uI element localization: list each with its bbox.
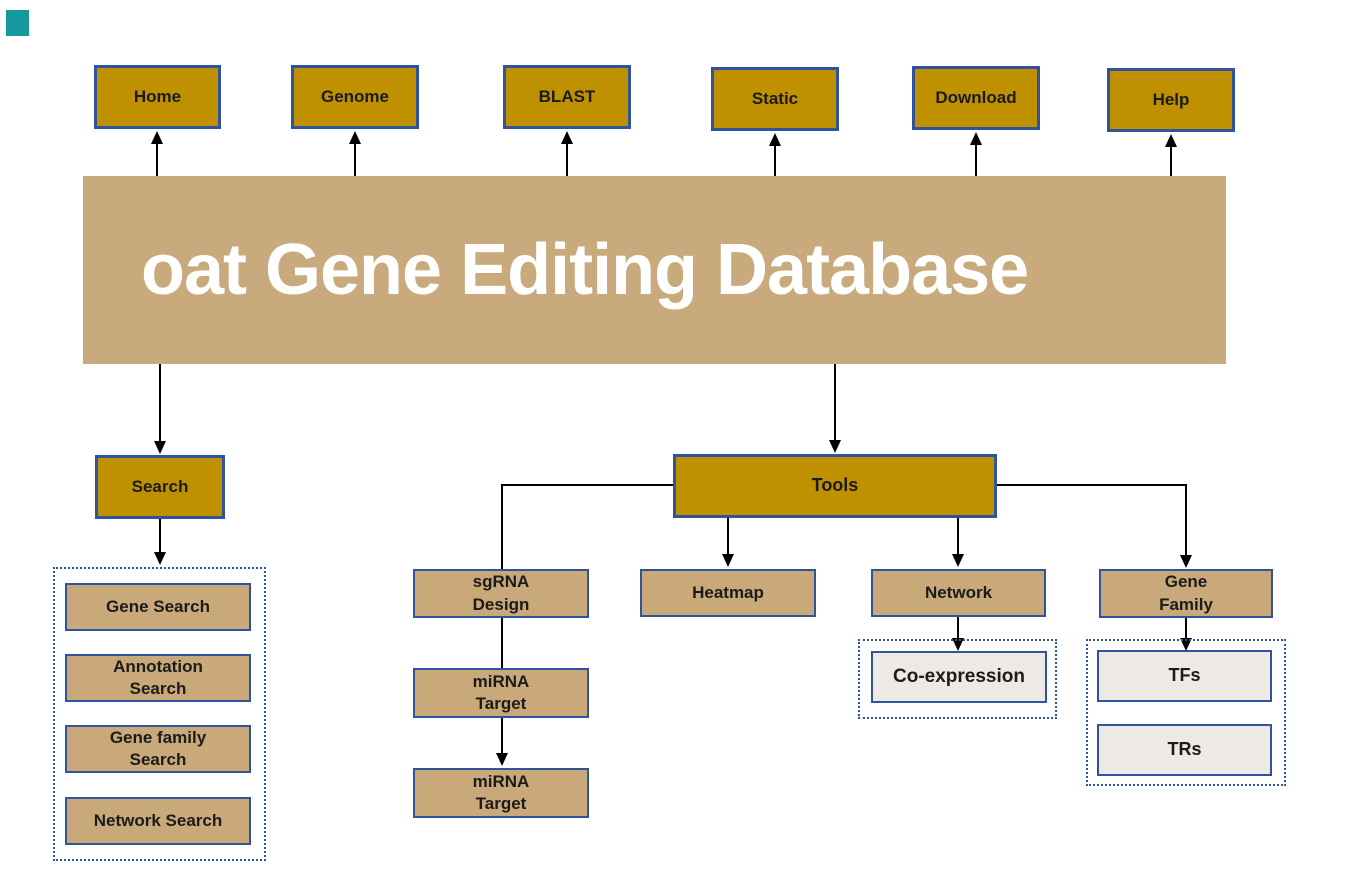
arrow-mirna1-to-mirna2-line: [501, 718, 503, 753]
node-help: Help: [1107, 68, 1235, 132]
arrow-gene-family-to-tfs-line: [1185, 618, 1187, 638]
connector-tools-right-v: [1185, 484, 1187, 555]
arrow-banner-to-tools: [829, 440, 841, 453]
node-network-label: Network: [924, 582, 993, 602]
node-blast-label: BLAST: [538, 86, 596, 106]
node-home-label: Home: [133, 86, 182, 106]
arrow-up-home: [151, 131, 163, 144]
arrow-banner-to-search-line: [159, 364, 161, 441]
arrow-up-help-line: [1170, 147, 1172, 177]
node-mirna-target-2: miRNA Target: [413, 768, 589, 818]
node-heatmap: Heatmap: [640, 569, 816, 617]
node-trs: TRs: [1097, 724, 1272, 776]
node-download: Download: [912, 66, 1040, 130]
node-tools: Tools: [673, 454, 997, 518]
arrow-gene-family-to-tfs: [1180, 638, 1192, 651]
gene-family-group-container: [1086, 639, 1286, 786]
node-search: Search: [95, 455, 225, 519]
arrow-mirna1-to-mirna2: [496, 753, 508, 766]
node-coexpression-label: Co-expression: [893, 665, 1025, 687]
banner-title: oat Gene Editing Database: [141, 230, 1029, 310]
node-gene-family-search-label: Gene family Search: [109, 727, 207, 769]
arrow-up-static: [769, 133, 781, 146]
arrow-up-download-line: [975, 145, 977, 177]
node-genome-label: Genome: [320, 86, 390, 106]
node-static-label: Static: [751, 88, 799, 108]
arrow-tools-to-heatmap: [722, 554, 734, 567]
node-network-search-label: Network Search: [93, 810, 223, 830]
connector-tools-left-v: [501, 484, 503, 569]
node-trs-label: TRs: [1167, 739, 1202, 760]
connector-tools-right-h: [997, 484, 1186, 486]
teal-square-decoration: [6, 10, 29, 36]
arrow-up-blast: [561, 131, 573, 144]
node-static: Static: [711, 67, 839, 131]
arrow-banner-to-tools-line: [834, 364, 836, 440]
node-search-label: Search: [131, 476, 189, 496]
node-sgrna-design: sgRNA Design: [413, 569, 589, 618]
arrow-up-home-line: [156, 144, 158, 177]
connector-sgrna-to-mirna1: [501, 618, 503, 668]
node-sgrna-design-label: sgRNA Design: [472, 572, 530, 614]
node-heatmap-label: Heatmap: [692, 582, 764, 602]
node-gene-search: Gene Search: [65, 583, 251, 631]
arrow-network-to-coexpression-line: [957, 617, 959, 638]
arrow-tools-to-heatmap-line: [727, 518, 729, 554]
node-help-label: Help: [1152, 89, 1190, 109]
node-mirna-target-2-label: miRNA Target: [472, 771, 530, 813]
node-network: Network: [871, 569, 1046, 617]
arrow-tools-to-gene-family: [1180, 555, 1192, 568]
node-blast: BLAST: [503, 65, 631, 129]
arrow-search-to-group-line: [159, 519, 161, 552]
arrow-up-static-line: [774, 146, 776, 177]
arrow-up-download: [970, 132, 982, 145]
node-gene-family-search: Gene family Search: [65, 725, 251, 773]
coexpression-group-container: [858, 639, 1057, 719]
arrow-up-genome: [349, 131, 361, 144]
node-tfs: TFs: [1097, 650, 1272, 702]
node-gene-family: Gene Family: [1099, 569, 1273, 618]
node-coexpression: Co-expression: [871, 651, 1047, 703]
arrow-tools-to-network-line: [957, 518, 959, 554]
node-gene-family-label: Gene Family: [1159, 572, 1213, 614]
banner: oat Gene Editing Database: [83, 176, 1226, 364]
node-annotation-search-label: Annotation Search: [113, 656, 203, 698]
arrow-search-to-group: [154, 552, 166, 565]
node-gene-search-label: Gene Search: [106, 596, 210, 616]
node-mirna-target-1: miRNA Target: [413, 668, 589, 718]
arrow-tools-to-network: [952, 554, 964, 567]
arrow-up-blast-line: [566, 144, 568, 177]
node-tools-label: Tools: [811, 475, 859, 496]
arrow-up-help: [1165, 134, 1177, 147]
node-network-search: Network Search: [65, 797, 251, 845]
node-download-label: Download: [935, 87, 1017, 107]
connector-tools-left-h: [502, 484, 673, 486]
node-genome: Genome: [291, 65, 419, 129]
arrow-network-to-coexpression: [952, 638, 964, 651]
node-annotation-search: Annotation Search: [65, 654, 251, 702]
arrow-up-genome-line: [354, 144, 356, 177]
node-mirna-target-1-label: miRNA Target: [472, 671, 530, 713]
arrow-banner-to-search: [154, 441, 166, 454]
node-home: Home: [94, 65, 221, 129]
node-tfs-label: TFs: [1168, 665, 1201, 686]
search-group-container: [53, 567, 266, 861]
